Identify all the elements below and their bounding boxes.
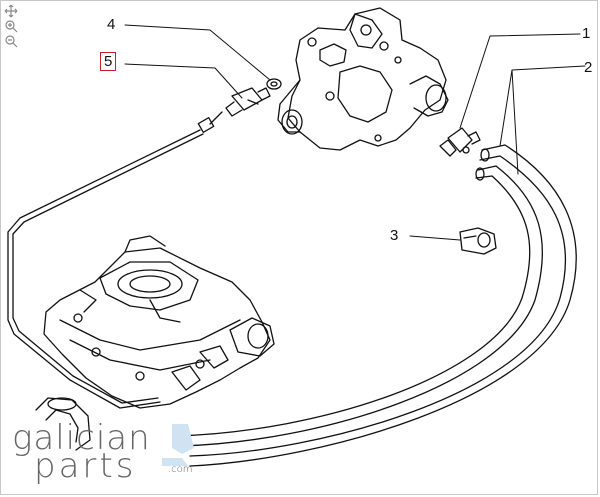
zoom-in-icon[interactable] <box>4 19 18 33</box>
hose-clip-3 <box>459 227 497 255</box>
logo-shape <box>162 424 194 466</box>
callout-2[interactable]: 2 <box>584 59 593 76</box>
callout-4[interactable]: 4 <box>107 16 116 33</box>
logo-line2: parts <box>34 446 137 486</box>
callout-5[interactable]: 5 <box>100 52 117 71</box>
carburettor <box>43 235 275 409</box>
logo-line1: galician <box>12 418 151 458</box>
galicianparts-logo: galician parts .com <box>12 418 212 488</box>
pan-icon[interactable] <box>4 4 18 18</box>
zoom-controls <box>4 4 20 48</box>
sensor-1 <box>439 127 481 157</box>
callout-1[interactable]: 1 <box>582 25 591 42</box>
thermostat-housing <box>277 7 449 151</box>
zoom-out-icon[interactable] <box>4 34 18 48</box>
callout-3[interactable]: 3 <box>390 227 399 244</box>
hose-assembly-2 <box>174 144 577 467</box>
temperature-sensor-5 <box>225 87 271 117</box>
logo-suffix: .com <box>168 464 193 475</box>
